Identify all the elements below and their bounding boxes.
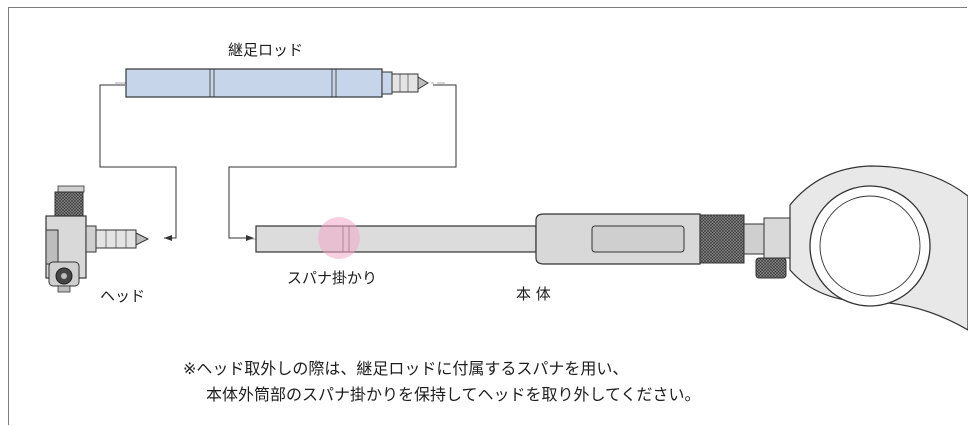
gauge-head bbox=[45, 185, 150, 293]
arrowhead-head bbox=[164, 235, 172, 241]
label-wrench-hold: スパナ掛かり bbox=[287, 269, 378, 287]
connector-rod-to-head bbox=[99, 84, 177, 239]
label-head: ヘッド bbox=[100, 287, 146, 305]
connector-rod-to-body bbox=[228, 84, 457, 239]
connector-lines bbox=[99, 84, 457, 239]
wrench-hold-highlight bbox=[318, 217, 360, 259]
diagram-frame bbox=[8, 7, 967, 425]
note-line-2: 本体外筒部のスパナ掛かりを保持してヘッドを取り外してください。 bbox=[206, 385, 701, 404]
arrowhead-body bbox=[246, 235, 254, 241]
extension-rod bbox=[115, 68, 445, 98]
main-body bbox=[248, 165, 968, 331]
note-line-1: ※ヘッド取外しの際は、継足ロッドに付属するスパナを用い、 bbox=[183, 359, 629, 378]
label-extension-rod: 継足ロッド bbox=[228, 41, 304, 59]
label-main-body: 本 体 bbox=[516, 285, 551, 303]
